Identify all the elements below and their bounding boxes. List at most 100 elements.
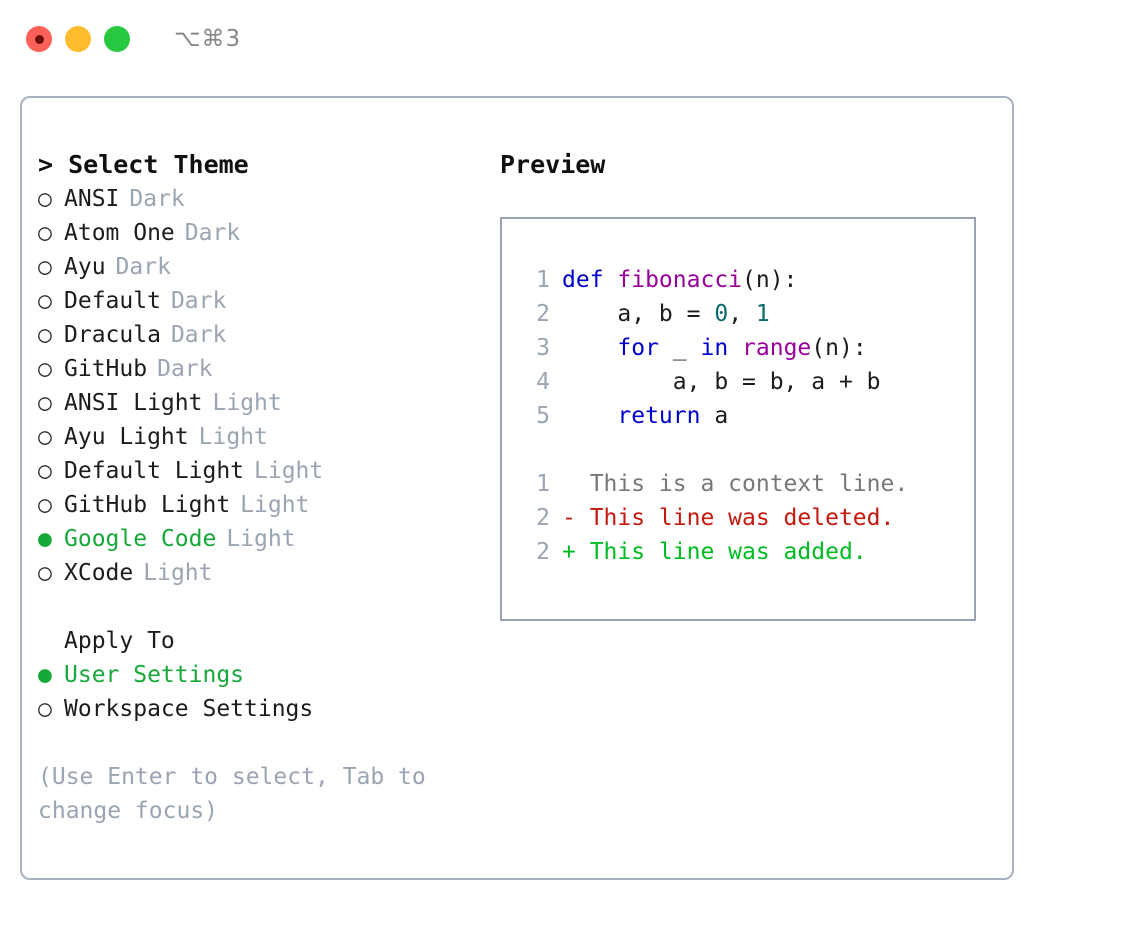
radio-unselected-icon: ○ [38, 220, 52, 246]
code-token: 1 [755, 301, 770, 327]
code-token: (n): [811, 335, 867, 361]
code-line-content: def fibonacci(n): [562, 263, 797, 297]
theme-option-label: GitHub [64, 356, 148, 382]
diff-sample: 1 This is a context line. 2 - This line wa… [520, 467, 974, 569]
title-bar: ⌥⌘3 [0, 0, 1140, 78]
code-token [728, 335, 742, 361]
diff-line-number: 2 [536, 539, 550, 565]
theme-option-5[interactable]: ○ GitHub Dark [38, 352, 488, 386]
code-line-content: a, b = b, a + b [562, 365, 881, 399]
radio-unselected-icon: ○ [38, 424, 52, 450]
theme-option-label: Ayu [64, 254, 106, 280]
code-line-4: 5 return a [520, 399, 974, 433]
code-line-content: for _ in range(n): [562, 331, 867, 365]
keyboard-hint-text: (Use Enter to select, Tab to change focu… [38, 764, 440, 824]
apply-to-heading-label: Apply To [64, 628, 175, 654]
code-token: return [617, 403, 701, 429]
apply-to-option-list[interactable]: ● User Settings ○Workspace Settings [38, 658, 488, 726]
code-token: in [700, 335, 729, 361]
theme-option-category: Light [240, 492, 310, 518]
code-line-2: 3 for _ in range(n): [520, 331, 974, 365]
code-diff-separator [520, 433, 974, 467]
theme-option-category: Dark [129, 186, 185, 212]
theme-option-0[interactable]: ○ ANSI Dark [38, 182, 488, 216]
theme-option-label: Default Light [64, 458, 245, 484]
code-token: 0 [714, 301, 729, 327]
code-line-3: 4 a, b = b, a + b [520, 365, 974, 399]
theme-option-category: Light [254, 458, 324, 484]
diff-line-content: + This line was added. [562, 539, 867, 565]
code-line-0: 1 def fibonacci(n): [520, 263, 974, 297]
radio-selected-icon: ● [38, 526, 52, 552]
theme-option-label: Ayu Light [64, 424, 189, 450]
code-token: range [742, 335, 812, 361]
code-line-number: 1 [536, 267, 550, 293]
theme-option-label: XCode [64, 560, 134, 586]
close-button[interactable] [26, 26, 52, 52]
apply-to-option-label: User Settings [64, 662, 245, 688]
preview-heading: Preview [500, 150, 606, 179]
code-token: a, b = [562, 301, 715, 327]
apply-to-option-0[interactable]: ● User Settings [38, 658, 488, 692]
diff-line-2: 2 + This line was added. [520, 535, 974, 569]
theme-option-label: ANSI [64, 186, 120, 212]
code-line-number: 5 [536, 403, 550, 429]
theme-option-label: GitHub Light [64, 492, 231, 518]
diff-line-content: - This line was deleted. [562, 505, 895, 531]
diff-line-number: 2 [536, 505, 550, 531]
radio-unselected-icon: ○ [38, 492, 52, 518]
theme-option-category: Dark [157, 356, 213, 382]
maximize-button[interactable] [104, 26, 130, 52]
code-token [562, 335, 617, 361]
diff-line-number: 1 [536, 471, 550, 497]
apply-to-option-1[interactable]: ○Workspace Settings [38, 692, 488, 726]
theme-option-category: Dark [184, 220, 241, 246]
apply-to-option-label: Workspace Settings [64, 696, 314, 722]
traffic-light-buttons [26, 26, 130, 52]
radio-unselected-icon: ○ [38, 254, 52, 280]
theme-option-label: Dracula [64, 322, 161, 348]
theme-option-8[interactable]: ○ Default Light Light [38, 454, 488, 488]
theme-option-label: Default [64, 288, 161, 314]
theme-option-2[interactable]: ○ Ayu Dark [38, 250, 488, 284]
code-line-number: 4 [536, 369, 550, 395]
list-spacer [38, 590, 488, 624]
theme-option-category: Dark [170, 288, 227, 314]
diff-line-1: 2 - This line was deleted. [520, 501, 974, 535]
radio-unselected-icon: ○ [38, 356, 52, 382]
theme-option-category: Light [226, 526, 296, 552]
code-token: _ [658, 335, 701, 361]
minimize-button[interactable] [65, 26, 91, 52]
diff-line-content: This is a context line. [562, 471, 909, 497]
code-token: for [617, 335, 659, 361]
theme-option-1[interactable]: ○ Atom One Dark [38, 216, 488, 250]
theme-option-9[interactable]: ○ GitHub Light Light [38, 488, 488, 522]
apply-to-heading-row: ○ Apply To [38, 624, 488, 658]
code-token: a [700, 403, 729, 429]
radio-unselected-icon: ○ [38, 458, 52, 484]
theme-option-label: Atom One [64, 220, 175, 246]
apply-to-heading-marker: ○ [38, 624, 64, 658]
code-token: a, b = b, a + b [562, 369, 881, 395]
theme-option-7[interactable]: ○ Ayu Light Light [38, 420, 488, 454]
radio-unselected-icon: ○ [38, 186, 52, 212]
theme-option-label: ANSI Light [64, 390, 203, 416]
select-theme-heading: > Select Theme [38, 150, 249, 179]
theme-option-category: Dark [170, 322, 227, 348]
radio-unselected-icon: ○ [38, 390, 52, 416]
code-line-number: 2 [536, 301, 550, 327]
radio-selected-icon: ● [38, 662, 52, 688]
theme-option-category: Dark [115, 254, 171, 280]
code-line-content: a, b = 0, 1 [562, 297, 770, 331]
theme-option-category: Light [198, 424, 268, 450]
